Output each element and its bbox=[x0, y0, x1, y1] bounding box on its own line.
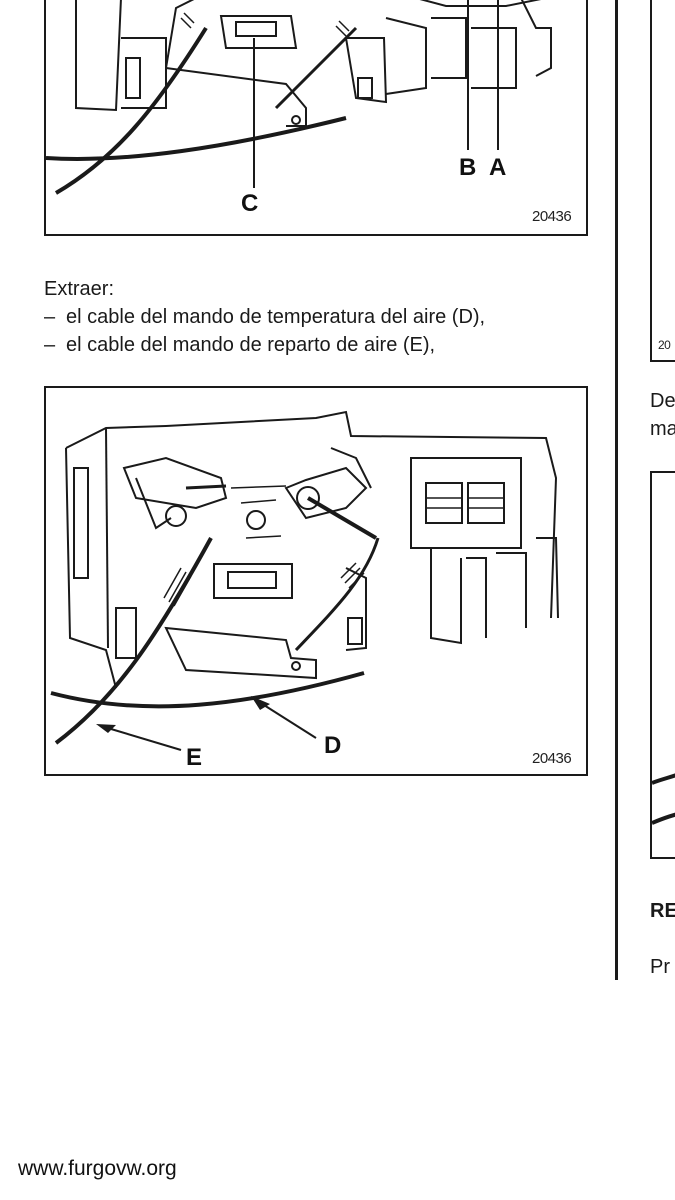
figure-ref-code: 20436 bbox=[532, 208, 572, 225]
callout-d: D bbox=[324, 732, 342, 759]
right-heading-partial: RE bbox=[650, 900, 675, 922]
right-text-line-2: ma bbox=[650, 418, 675, 440]
site-watermark: www.furgovw.org bbox=[18, 1157, 177, 1180]
right-text-line-3: Pr bbox=[650, 956, 670, 978]
list-bullet: – bbox=[44, 334, 56, 356]
instruction-item-temperature-cable: –el cable del mando de temperatura del a… bbox=[44, 303, 604, 331]
figure-right-middle-partial bbox=[650, 471, 675, 859]
figure-top-diagram: C B A 20436 bbox=[44, 0, 588, 236]
figure-ref-code: 20436 bbox=[532, 750, 572, 767]
instruction-intro: Extraer: bbox=[44, 278, 115, 300]
figure-middle-diagram: E D 20436 bbox=[44, 386, 588, 776]
instruction-item-text: el cable del mando de reparto de aire (E… bbox=[66, 334, 436, 356]
figure-right-top-partial: 20 bbox=[650, 0, 675, 362]
callout-b: B bbox=[459, 154, 477, 181]
instruction-item-distribution-cable: –el cable del mando de reparto de aire (… bbox=[44, 331, 604, 359]
figure-top-illustration bbox=[46, 0, 552, 195]
column-divider bbox=[615, 0, 618, 980]
figure-middle-illustration bbox=[50, 410, 559, 751]
figure-right-middle-illustration bbox=[652, 773, 675, 825]
instruction-item-text: el cable del mando de temperatura del ai… bbox=[66, 306, 486, 328]
right-text-line-1: De bbox=[650, 390, 675, 412]
callout-a: A bbox=[489, 154, 507, 181]
callout-c: C bbox=[241, 190, 259, 217]
figure-ref-code-partial: 20 bbox=[658, 338, 671, 352]
callout-e: E bbox=[186, 744, 203, 771]
instruction-text: Extraer: –el cable del mando de temperat… bbox=[44, 275, 604, 359]
list-bullet: – bbox=[44, 306, 56, 328]
